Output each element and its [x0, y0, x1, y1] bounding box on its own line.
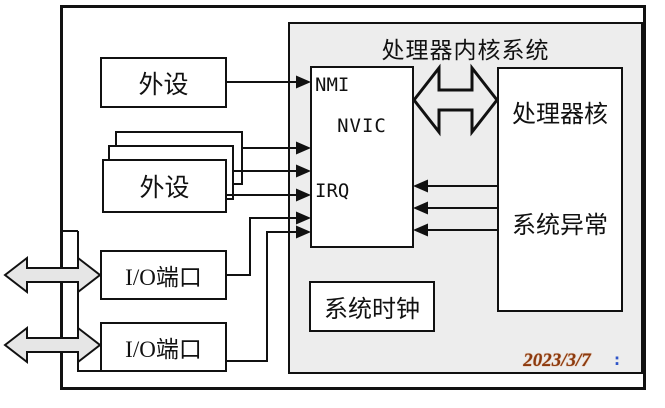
processor-core-label: 处理器核: [512, 102, 608, 128]
peripheral-stack-label: 外设: [139, 175, 190, 202]
peripheral-label: 外设: [138, 71, 189, 99]
peripheral-box: 外设: [100, 57, 227, 108]
core-system-title: 处理器内核系统: [381, 38, 550, 63]
date-label: 2023/3/7: [523, 350, 591, 371]
nvic-box: NMI NVIC IRQ: [310, 66, 414, 248]
peripheral-stack-box: 外设: [102, 159, 227, 213]
irq-label: IRQ: [315, 180, 350, 202]
system-clock-label: 系统时钟: [324, 297, 420, 323]
nvic-label: NVIC: [337, 115, 387, 137]
edge-mark: :: [614, 351, 620, 369]
io-port-1-label: I/O端口: [125, 265, 202, 290]
system-exception-label: 系统异常: [512, 213, 608, 239]
processor-core-box: 处理器核 系统异常: [497, 67, 623, 312]
system-clock-box: 系统时钟: [309, 281, 435, 332]
nmi-label: NMI: [315, 74, 350, 96]
io-port-2-label: I/O端口: [125, 337, 202, 362]
io-port-1-box: I/O端口: [100, 250, 227, 300]
io-port-2-box: I/O端口: [100, 322, 227, 372]
